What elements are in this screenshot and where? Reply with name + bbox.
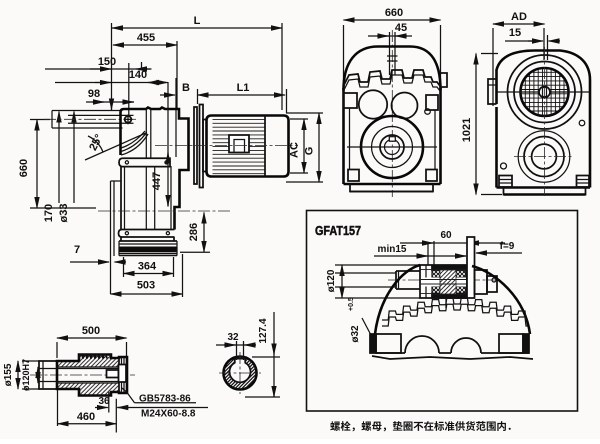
svg-text:15: 15 (509, 27, 521, 39)
svg-text:G: G (304, 147, 316, 156)
svg-text:ø32: ø32 (350, 325, 361, 343)
svg-text:L: L (194, 15, 201, 27)
svg-text:140: 140 (129, 69, 147, 81)
svg-text:M24X60-8.8: M24X60-8.8 (141, 409, 196, 420)
svg-text:660: 660 (18, 159, 30, 177)
svg-text:f=9: f=9 (500, 241, 515, 252)
svg-text:660: 660 (385, 7, 403, 19)
svg-text:32: 32 (227, 332, 239, 343)
svg-text:45: 45 (395, 22, 407, 34)
svg-text:ø33: ø33 (58, 204, 70, 223)
svg-text:min15: min15 (378, 244, 407, 255)
svg-text:447: 447 (151, 172, 163, 190)
svg-text:98: 98 (88, 88, 100, 100)
svg-text:455: 455 (137, 32, 155, 44)
svg-text:B: B (182, 82, 190, 94)
svg-text:+0.5: +0.5 (348, 297, 355, 311)
svg-text:127.4: 127.4 (258, 318, 269, 343)
svg-text:460: 460 (77, 411, 95, 423)
svg-text:500: 500 (82, 325, 100, 337)
svg-text:ø120: ø120 (326, 269, 337, 292)
svg-text:ø155: ø155 (3, 363, 14, 386)
svg-text:AC: AC (289, 142, 301, 158)
svg-text:286: 286 (188, 223, 200, 241)
svg-text:364: 364 (138, 261, 157, 273)
svg-text:7: 7 (74, 244, 80, 256)
svg-text:GB5783-86: GB5783-86 (139, 394, 191, 405)
svg-text:AD: AD (511, 11, 527, 23)
svg-text:36: 36 (98, 396, 110, 407)
svg-text:1021: 1021 (461, 118, 473, 142)
svg-text:GFAT157: GFAT157 (315, 224, 361, 238)
svg-text:60: 60 (440, 230, 452, 241)
svg-text:170: 170 (43, 204, 55, 222)
svg-text:503: 503 (137, 280, 155, 292)
svg-text:L1: L1 (237, 82, 250, 94)
svg-text:ø120H7: ø120H7 (21, 359, 31, 391)
svg-text:150: 150 (98, 56, 116, 68)
